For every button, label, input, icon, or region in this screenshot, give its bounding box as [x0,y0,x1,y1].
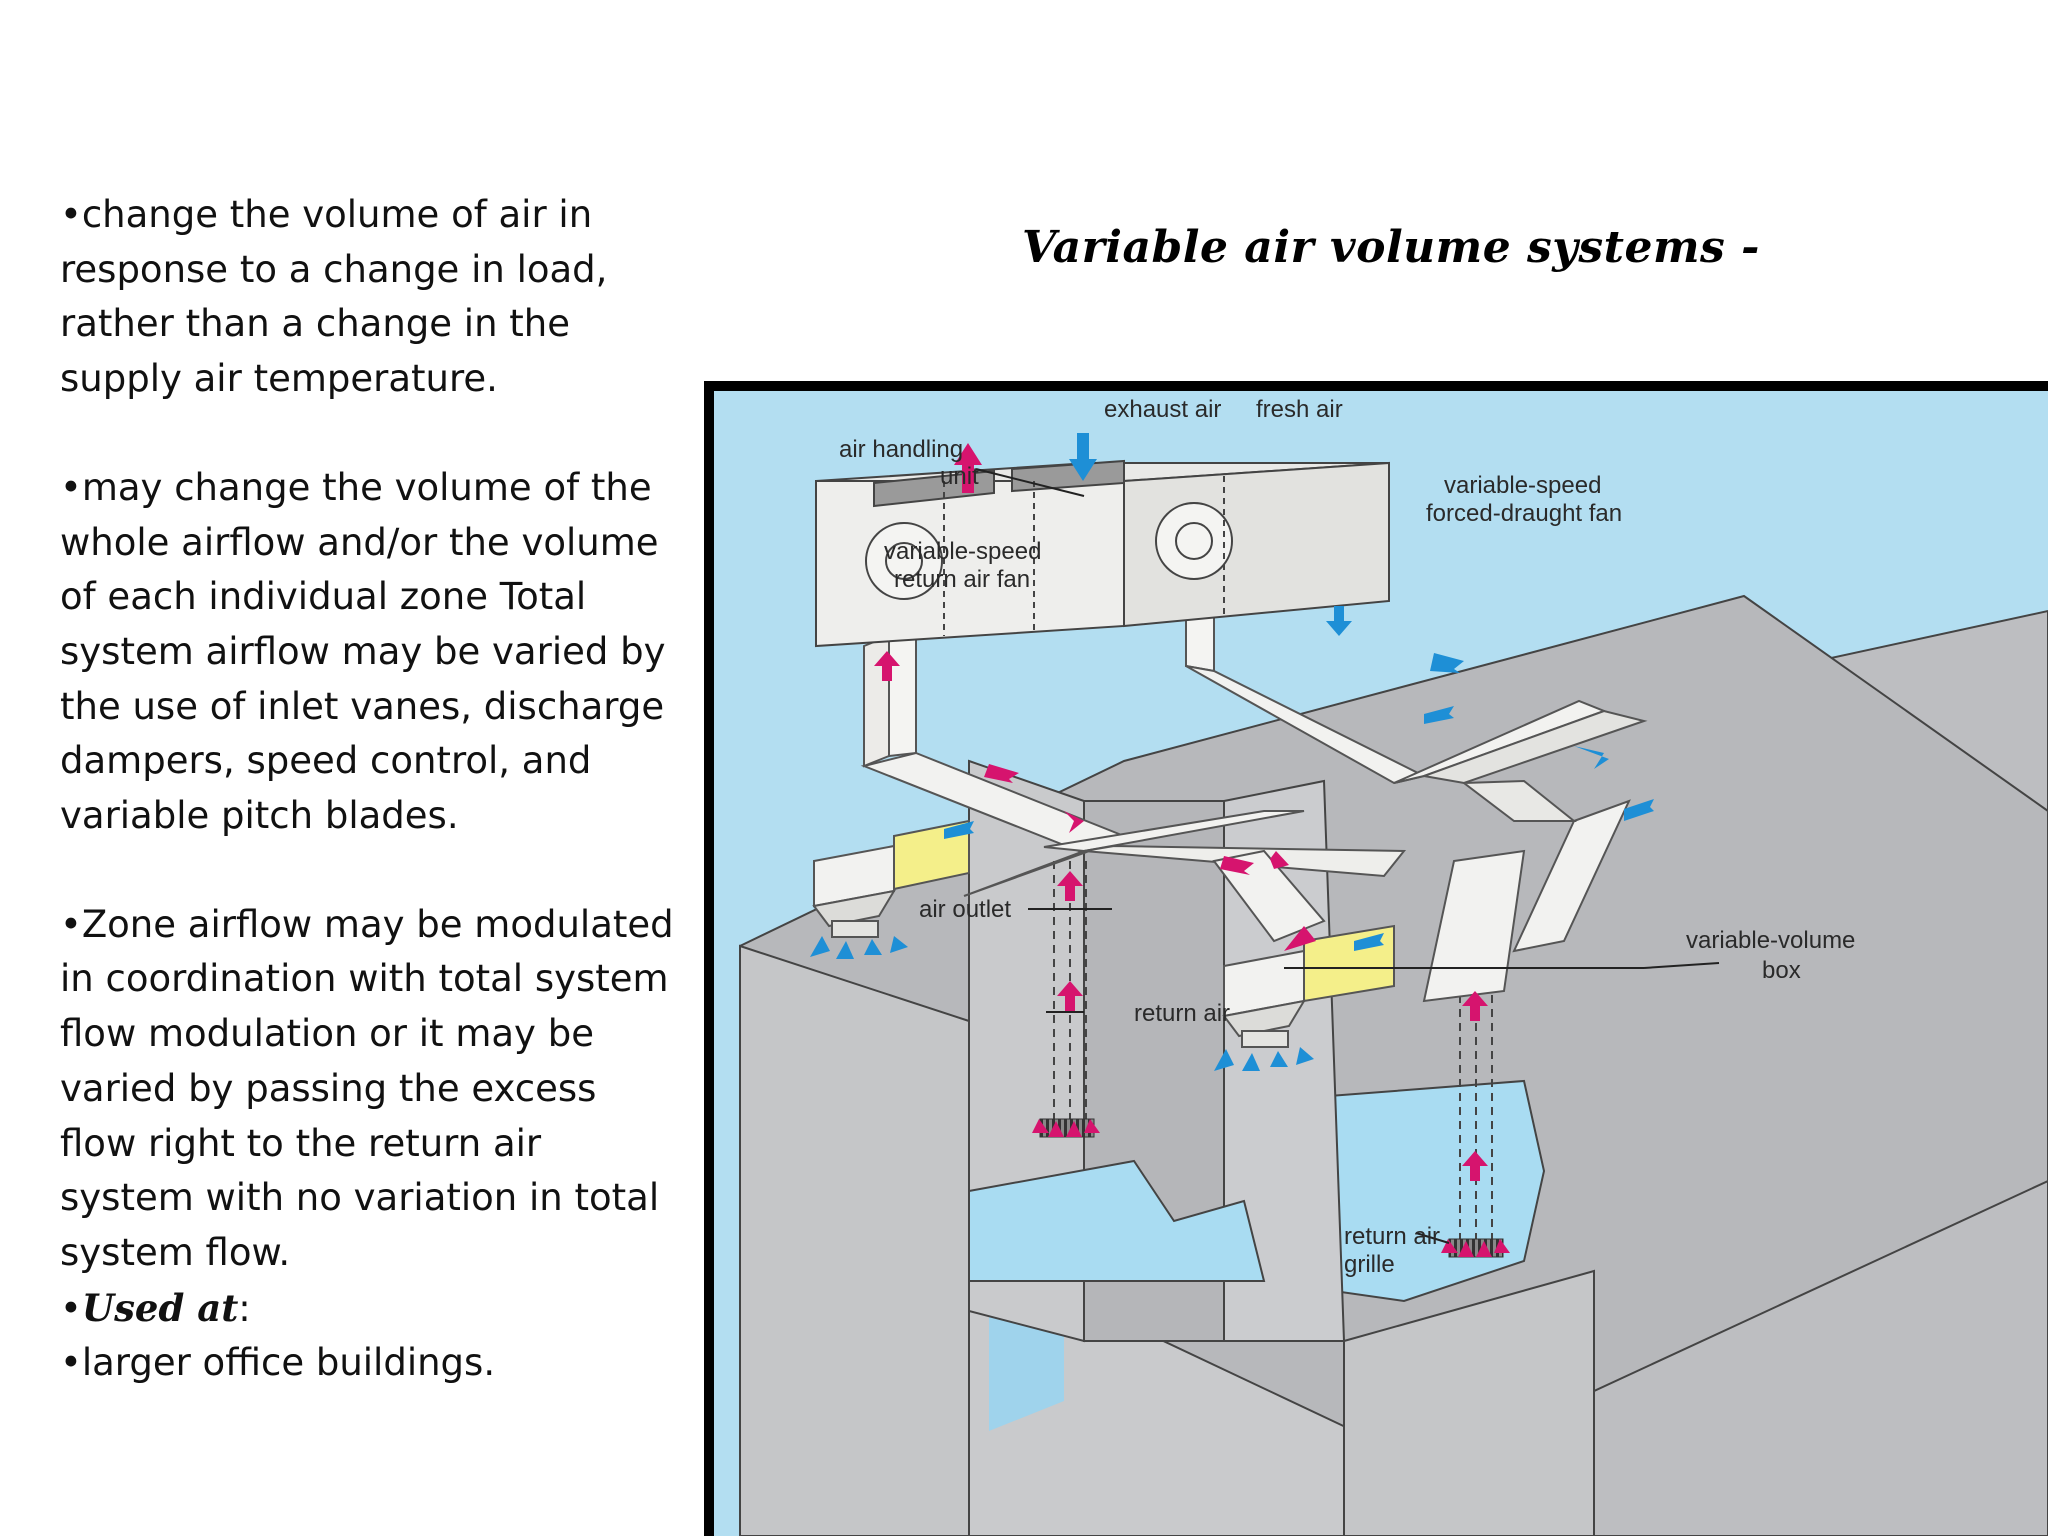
label-return-fan-2: return air fan [894,566,1030,593]
label-vs-fan-1: variable-speed [1444,472,1601,499]
used-at-label: Used at [81,1285,239,1330]
bullet-office-buildings: •larger office buildings. [60,1341,496,1385]
label-return-air: return air [1134,1000,1230,1027]
fresh-air-arrow [1069,433,1097,481]
label-vav-1: variable-volume [1686,927,1855,954]
bullet-whole-airflow: •may change the volume of the whole airf… [60,465,666,838]
label-fresh-air: fresh air [1256,396,1343,423]
vav-diagram: exhaust air fresh air air handling unit … [704,381,2048,1536]
leader-lines [975,468,1720,1244]
air-handling-unit [815,459,1390,648]
supply-flow-arrows [810,606,1654,1071]
return-grille-left [1039,1118,1095,1138]
return-grille-right [1448,1238,1504,1258]
label-vs-fan-2: forced-draught fan [1426,500,1622,527]
label-grille-2: grille [1344,1251,1395,1278]
label-ahu-1: air handling [839,436,963,463]
floor-notch [968,1159,1266,1282]
exhaust-air-arrow [954,443,982,493]
label-ahu-2: unit [940,463,979,490]
bullet-zone-airflow: •Zone airflow may be modulated in coordi… [60,902,674,1274]
label-exhaust-air: exhaust air [1104,396,1221,423]
used-at-colon: : [238,1286,251,1330]
used-at-line: •Used at: [60,1281,680,1337]
body-text: •change the volume of air in response to… [60,188,680,1391]
label-vav-2: box [1762,957,1801,984]
front-block [739,944,970,1536]
label-air-outlet: air outlet [919,896,1011,923]
label-return-fan-1: variable-speed [884,538,1041,565]
return-shaft-right [1459,981,1493,1241]
return-flow-arrows [874,651,1510,1257]
slide-title: Variable air volume systems - [1022,222,1760,273]
front-right-block [1343,1269,1595,1536]
ductwork [860,594,1648,1003]
used-at-bullet: • [60,1286,82,1330]
label-grille-1: return air [1344,1223,1440,1250]
bullet-volume-change: •change the volume of air in response to… [60,193,608,401]
air-outlet-left [812,844,897,938]
